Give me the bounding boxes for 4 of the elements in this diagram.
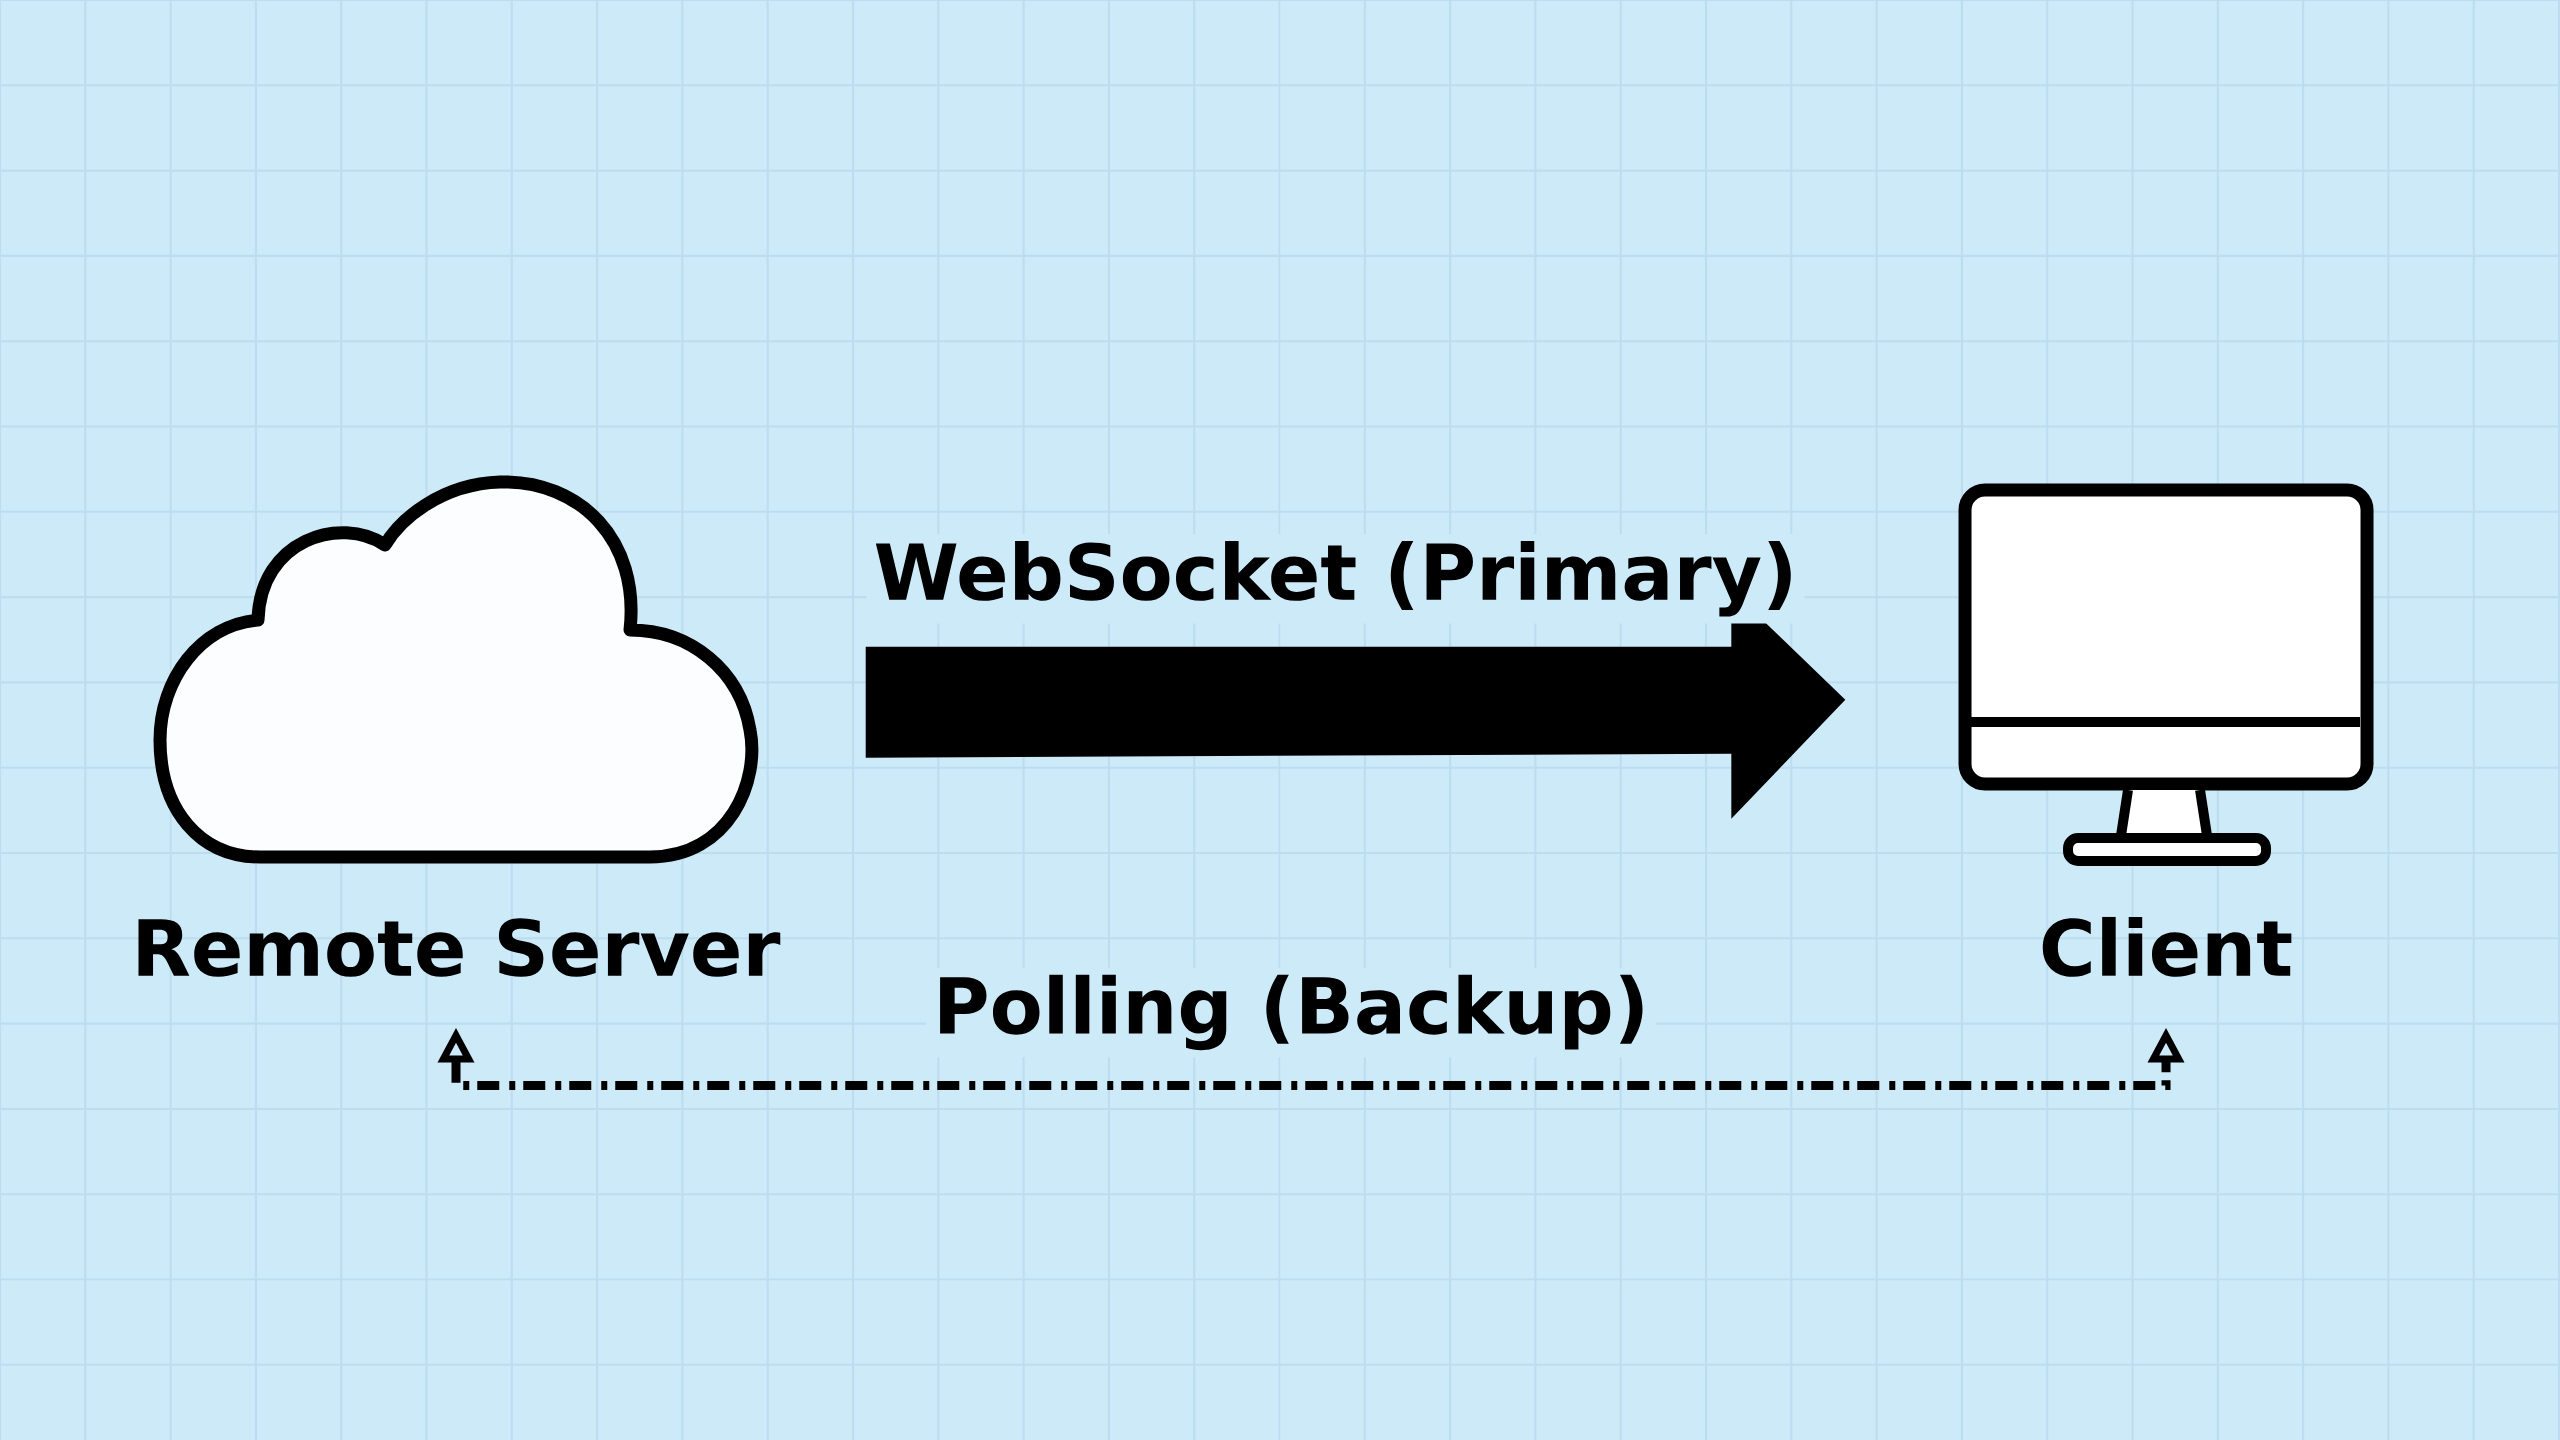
node-label: Client (2042, 916, 2292, 977)
edge-label: Polling (Backup) (940, 974, 1643, 1051)
node-label: Remote Server (138, 918, 781, 977)
edge-label: WebSocket (Primary) (875, 541, 1791, 617)
